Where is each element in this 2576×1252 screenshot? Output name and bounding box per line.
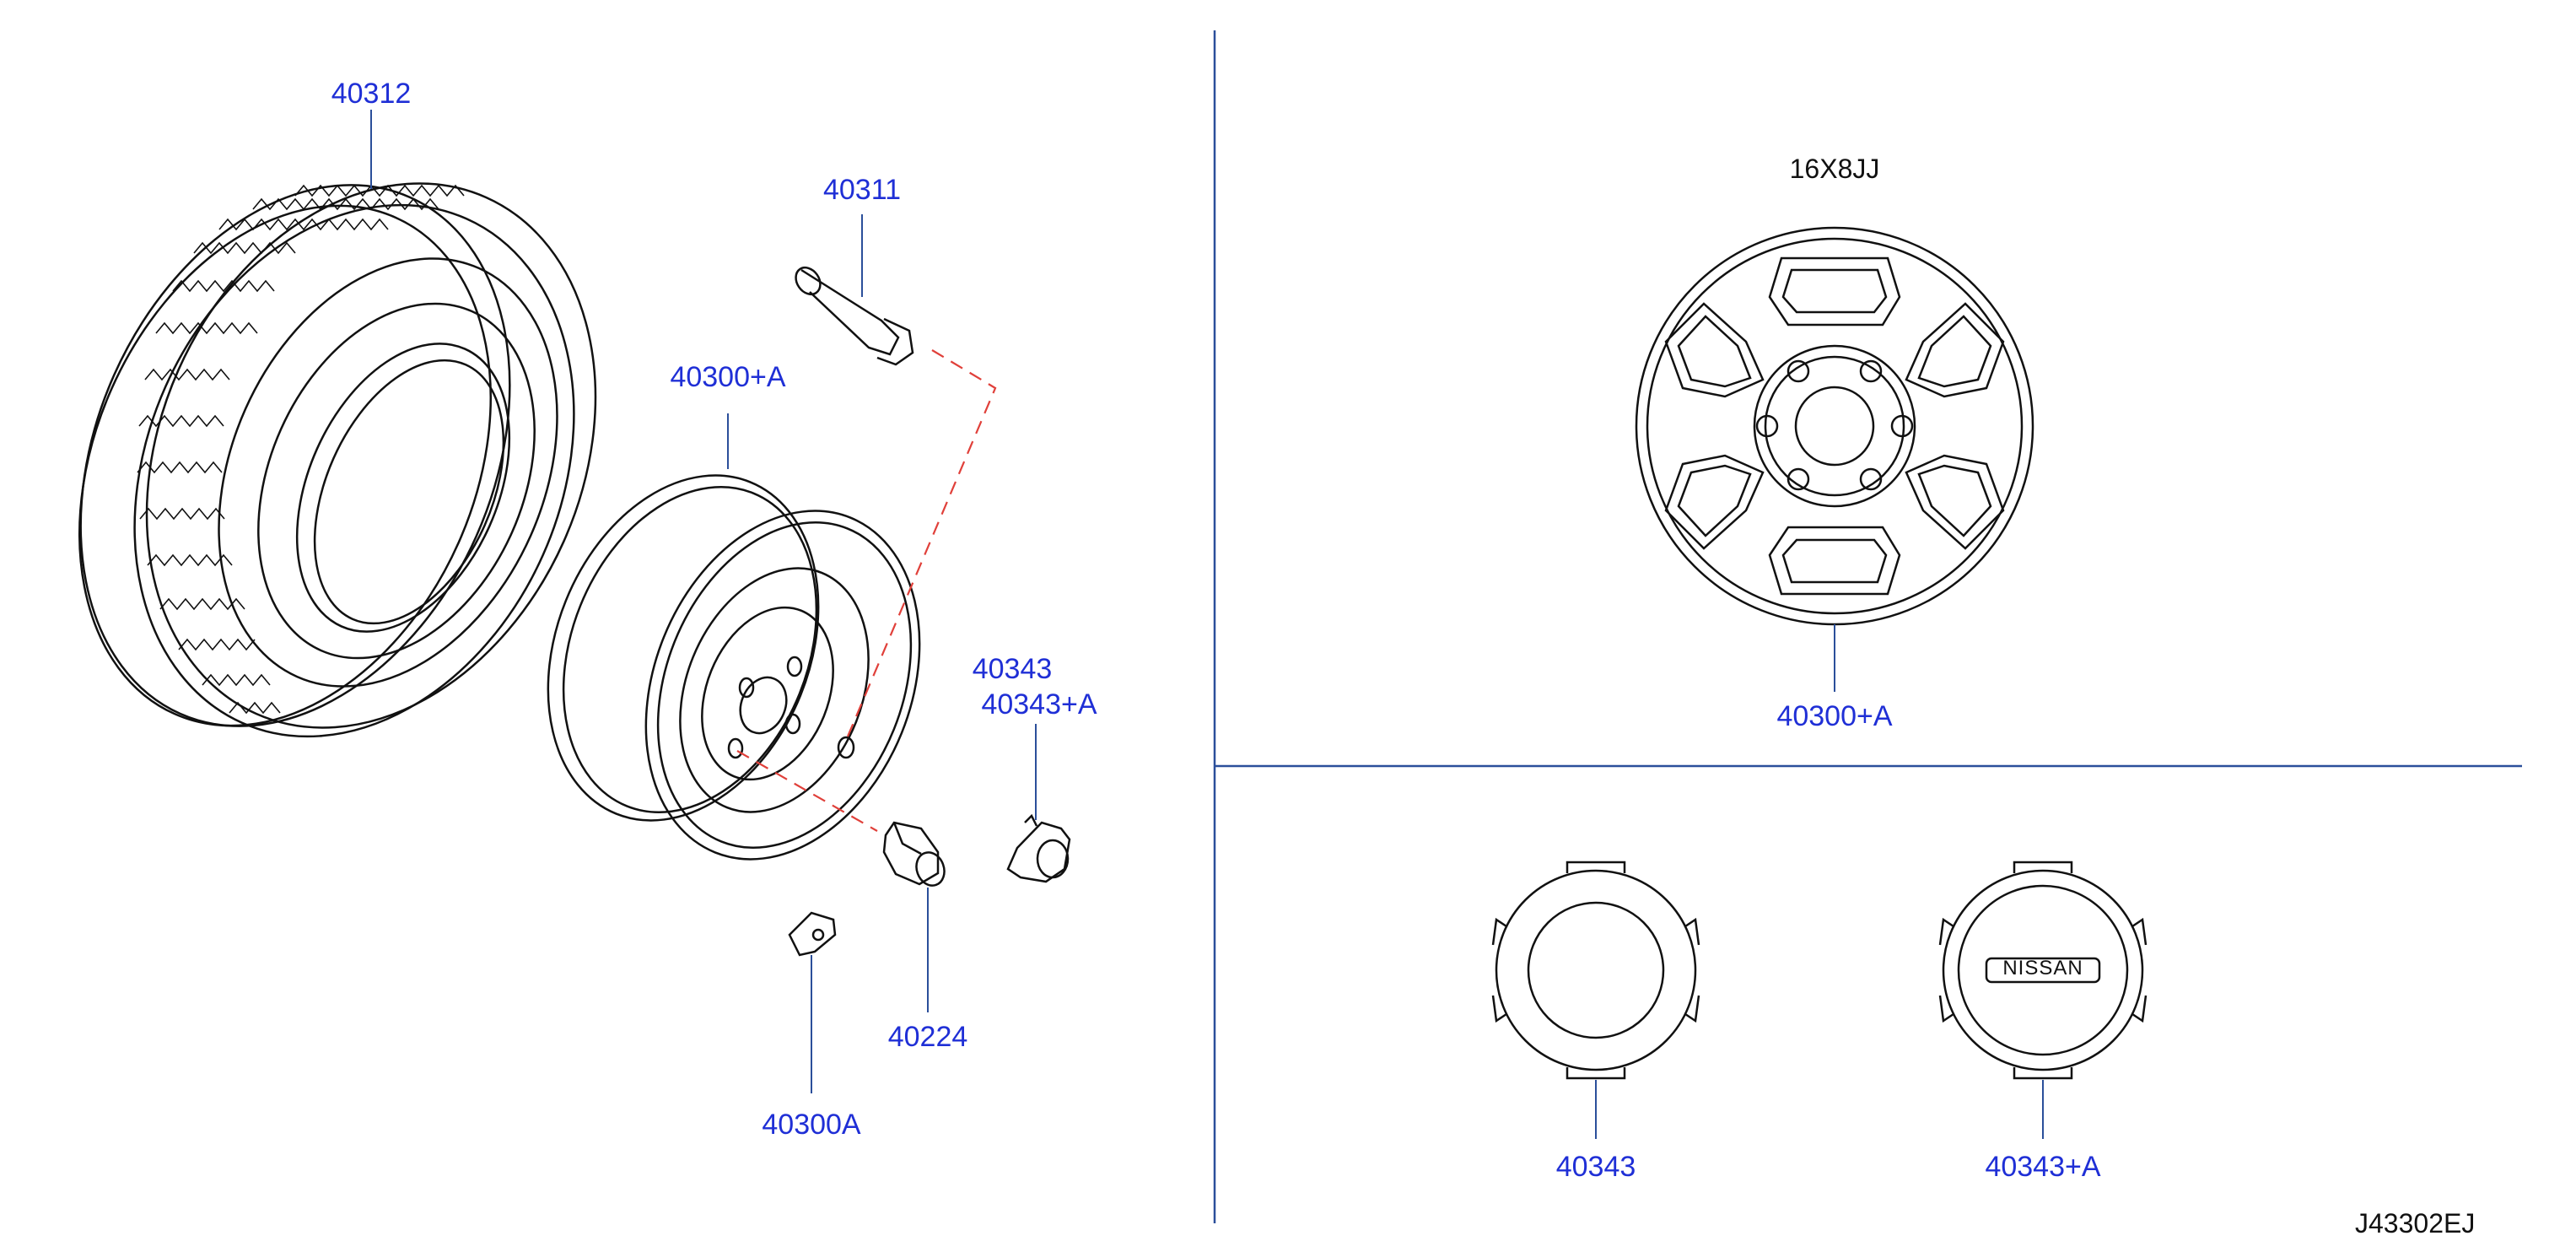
cap-logo-text: NISSAN: [2002, 957, 2083, 979]
leader-lines: [370, 110, 2044, 1139]
callout-cap-plain[interactable]: 40343: [1555, 1151, 1636, 1183]
callout-valve-stem[interactable]: 40311: [822, 174, 902, 206]
callout-cap-logo[interactable]: 40343+A: [1985, 1151, 2101, 1183]
wheel-left-drawing[interactable]: [499, 434, 970, 900]
center-cap-small-drawing[interactable]: [1006, 813, 1071, 883]
callout-balance-weight[interactable]: 40300A: [762, 1109, 861, 1141]
wheel-front-view-drawing[interactable]: [1635, 226, 2034, 626]
center-cap-plain-drawing[interactable]: [1491, 861, 1700, 1080]
assembly-guides: [736, 349, 997, 832]
balance-weight-drawing[interactable]: [788, 911, 837, 957]
callout-wheel-left[interactable]: 40300+A: [670, 361, 786, 393]
section-dividers: [1213, 30, 2522, 1223]
callout-cap-1[interactable]: 40343: [972, 653, 1053, 685]
lug-nut-drawing[interactable]: [882, 821, 949, 889]
callout-tire[interactable]: 40312: [331, 78, 412, 110]
callout-wheel-front[interactable]: 40300+A: [1776, 700, 1893, 732]
center-cap-logo-drawing[interactable]: [1938, 861, 2148, 1080]
drawing-id: J43302EJ: [2355, 1208, 2476, 1239]
callout-lug-nut[interactable]: 40224: [887, 1021, 968, 1053]
valve-stem-drawing[interactable]: [791, 263, 914, 366]
tire-drawing[interactable]: [0, 111, 679, 807]
wheel-spokes: [1664, 256, 2005, 596]
callout-cap-2[interactable]: 40343+A: [981, 688, 1097, 720]
wheel-size-label: 16X8JJ: [1789, 154, 1880, 184]
tread-pattern: [137, 184, 465, 715]
